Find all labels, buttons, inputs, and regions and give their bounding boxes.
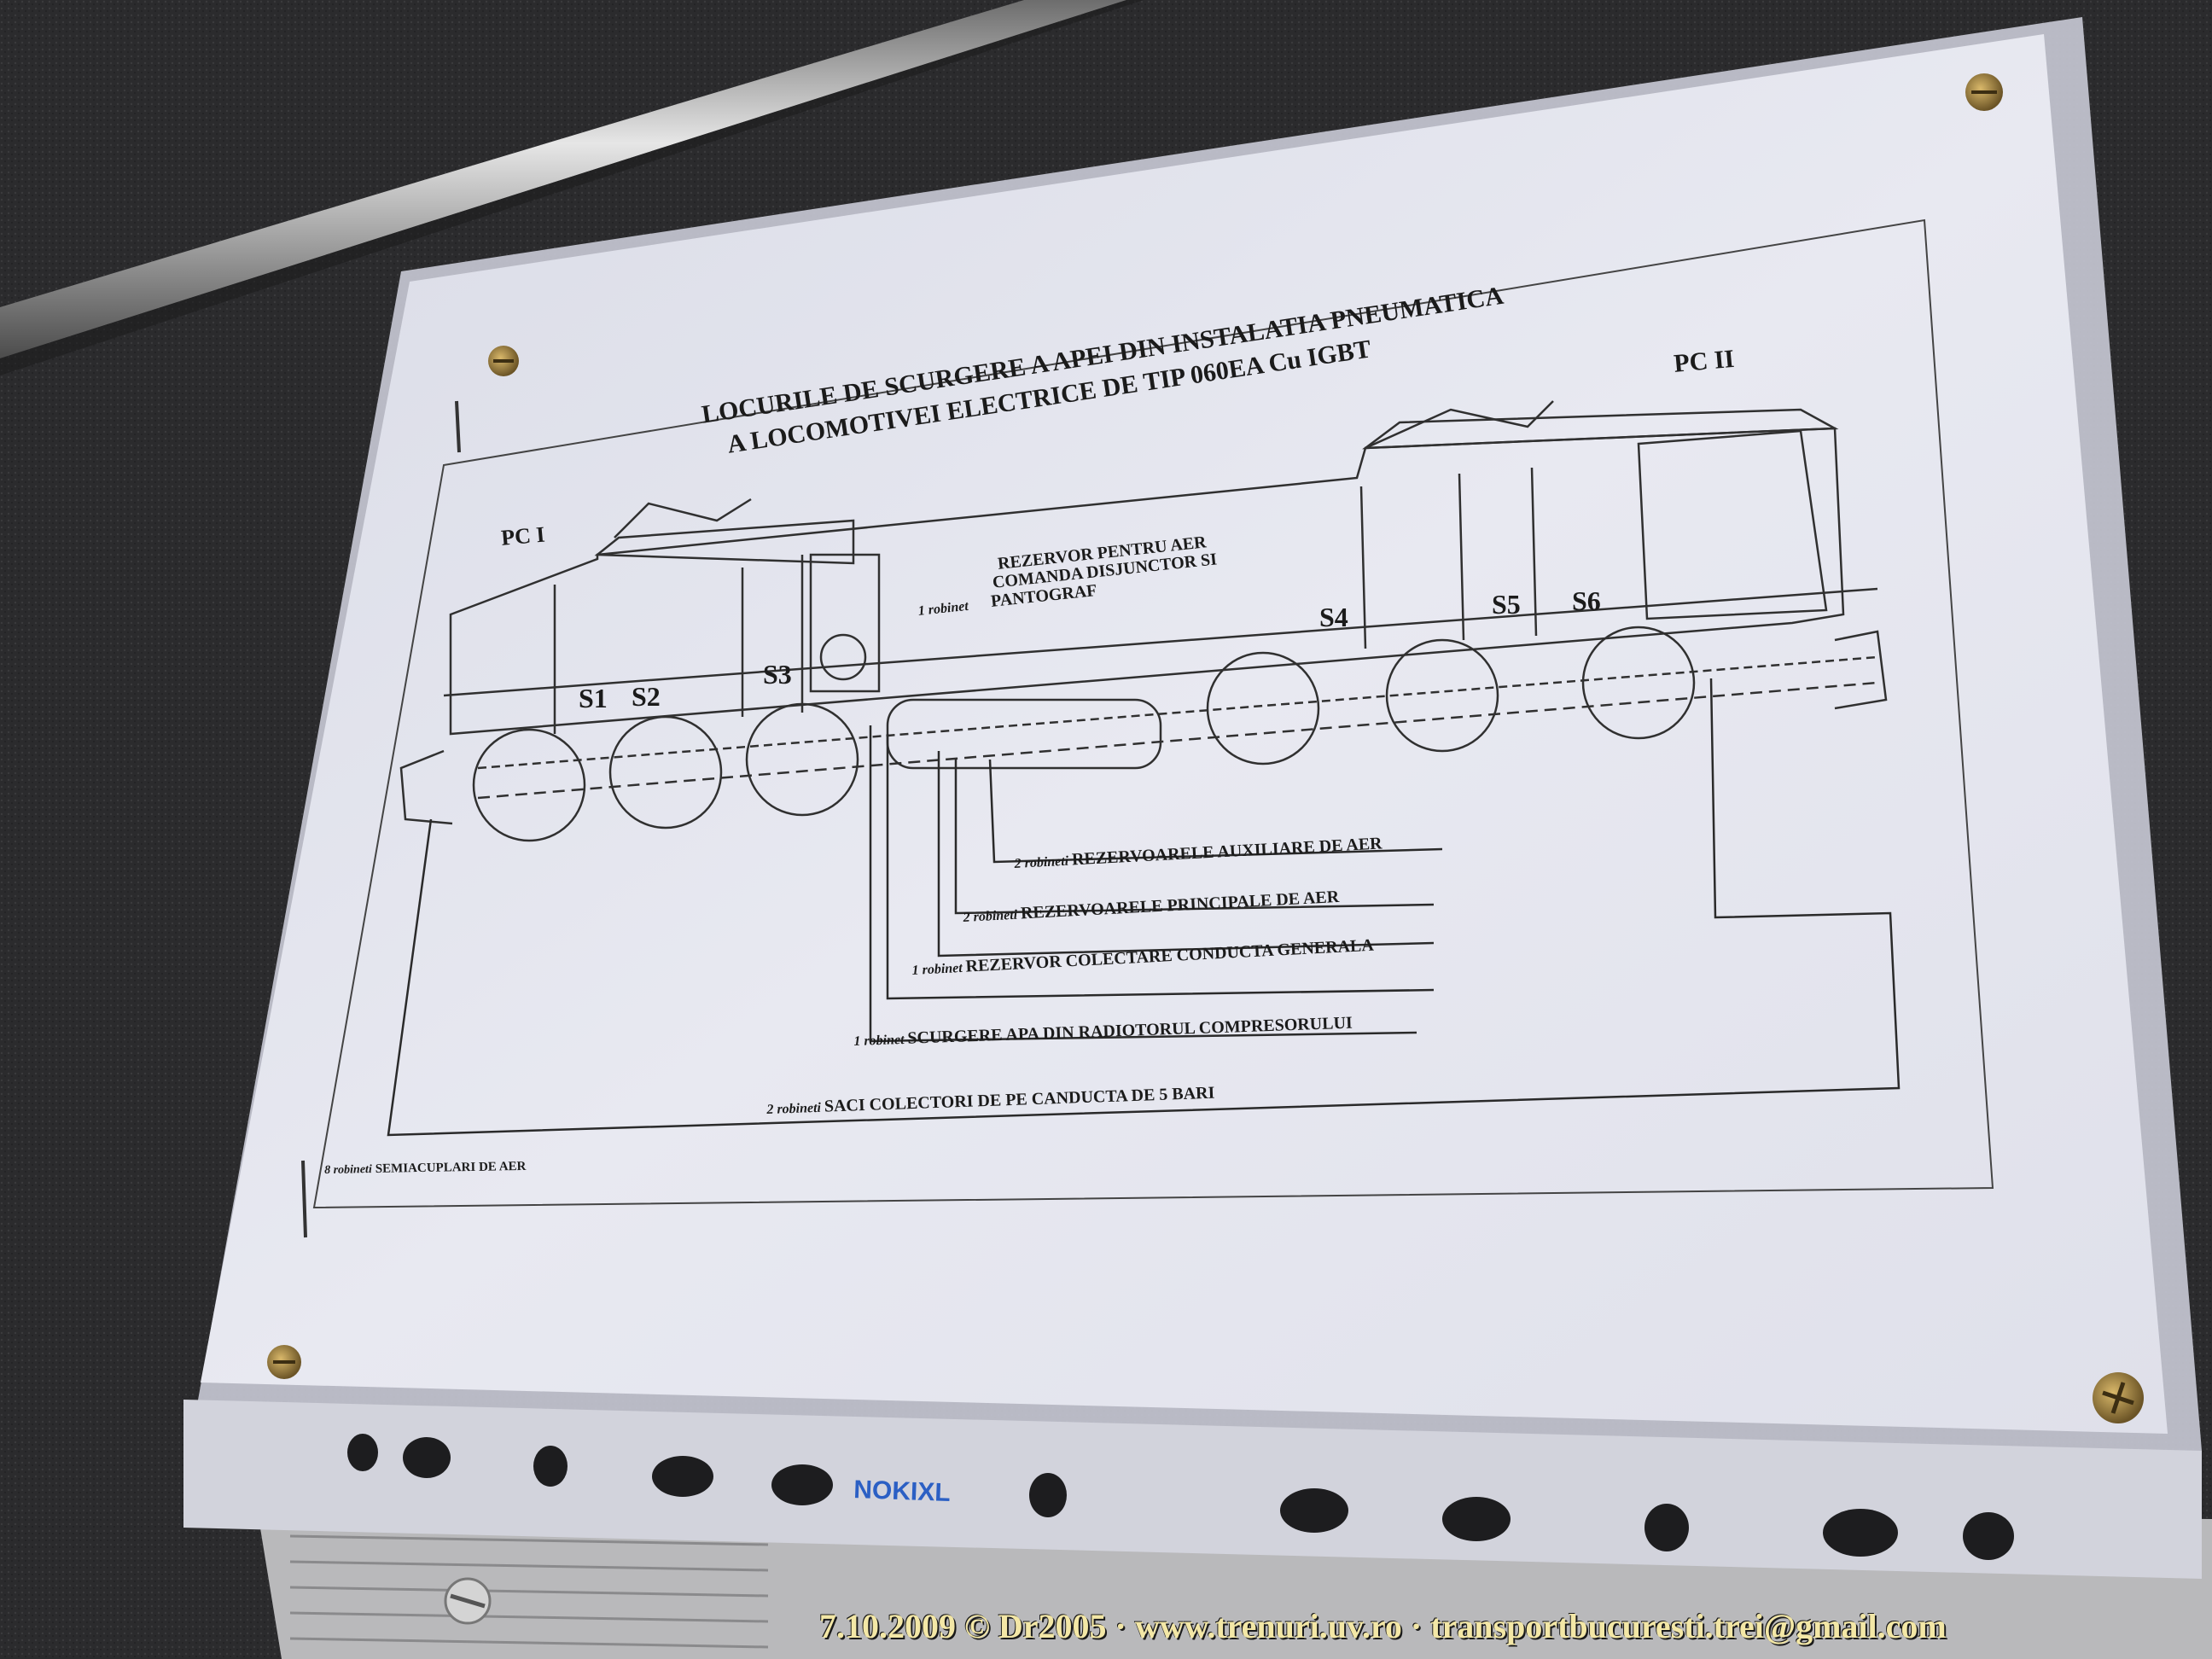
section-label-s6: S6 [1572,585,1601,616]
leader-lines [387,678,1901,1137]
sleeve-brand: NOKIXL [853,1476,951,1507]
locomotive-drawing [399,400,1888,842]
rail-shadow [0,0,1144,375]
sleeve-punched-strip [183,1400,2202,1579]
callout-count: 1 robinet [853,1032,905,1049]
callout-text: SEMIACUPLARI DE AER [375,1159,527,1176]
section-label-s2: S2 [632,681,661,712]
callout-count: 8 robineti [324,1163,372,1177]
section-label-s1: S1 [579,683,608,713]
frame-tick [301,1160,307,1238]
plate-screw-slot [450,1593,486,1609]
plate-grooves [289,1534,769,1649]
screw-icon [1965,73,2003,111]
cab-label-left: PC I [500,521,546,550]
callout-count: 2 robineti [1014,853,1069,871]
screw-icon [488,346,519,376]
callout-count: 2 robineti [766,1100,822,1117]
photo-watermark: 7.10.2009 © Dr2005 · www.trenuri.uv.ro ·… [819,1607,1947,1645]
screw-icon [267,1345,301,1379]
screw-icon [2093,1372,2144,1423]
diagram-frame [312,218,1994,1209]
section-label-s5: S5 [1492,589,1521,620]
section-label-s4: S4 [1319,602,1348,632]
punch-holes [347,1434,2014,1560]
section-label-s3: S3 [763,659,792,690]
callout-count: 1 robinet [911,960,963,978]
frame-tick [455,400,461,453]
callout-count: 2 robineti [963,907,1018,925]
paper-sheet [201,34,2168,1434]
cab-label-right: PC II [1673,344,1736,378]
